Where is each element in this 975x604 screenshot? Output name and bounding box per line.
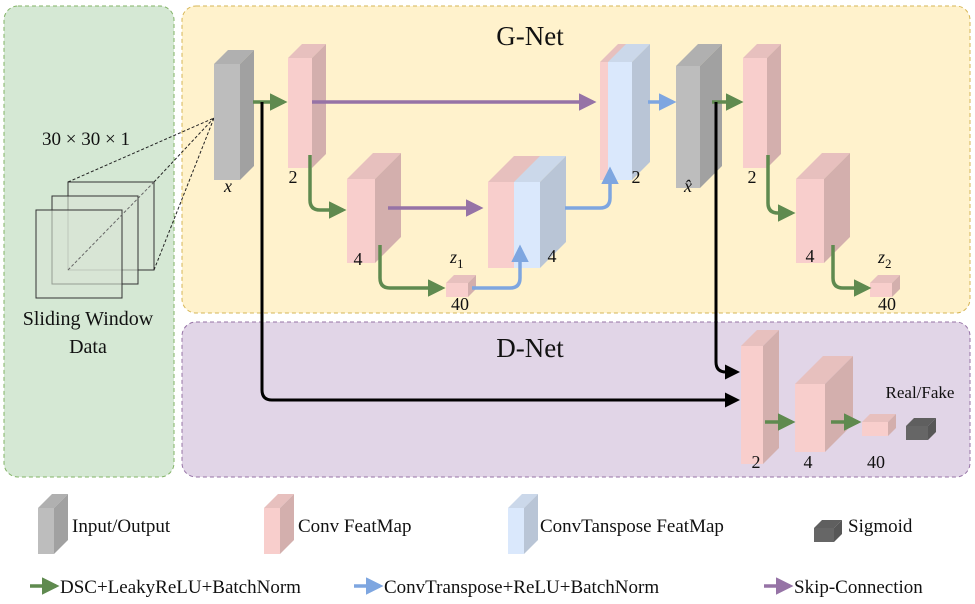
label-z1-size: 40 [451,294,469,314]
label-enc4b: 4 [806,246,815,266]
label-d40: 40 [867,452,885,472]
block-enc2b [743,44,781,168]
label-dec4: 4 [548,246,557,266]
label-x: x [223,176,232,196]
sliding-label-2: Data [69,336,107,358]
block-z1 [446,275,476,297]
sliding-window-stack [35,117,215,299]
legend-conv-block [264,494,294,554]
label-z1: z1 [449,247,464,271]
legend-sigmoid-block [814,520,842,542]
block-z2 [870,275,900,297]
label-z2-size: 40 [878,294,896,314]
dnet-title: D-Net [496,333,564,363]
arrow-x-to-dnet [260,102,740,408]
block-enc4b [796,153,850,263]
block-enc2 [288,44,326,168]
label-d2: 2 [752,452,761,472]
legend-dsc-text: DSC+LeakyReLU+BatchNorm [60,577,301,598]
arrow-xhat-to-dnet [714,102,740,380]
block-input-x [214,50,254,180]
legend-io-block [38,494,68,554]
label-enc4: 4 [354,249,363,269]
label-real-fake: Real/Fake [886,383,955,402]
legend-io-text: Input/Output [72,516,171,537]
block-d40 [862,414,896,436]
label-d4: 4 [804,452,813,472]
label-enc2: 2 [289,167,298,187]
block-dec2-convt [608,44,650,180]
sliding-dims: 30 × 30 × 1 [42,129,130,150]
dnet-input-arrows [260,102,740,408]
label-xhat: x̂ [683,176,692,196]
arrow-enc4b-to-z2 [831,245,872,297]
legend-sigmoid-text: Sigmoid [848,516,913,537]
label-z2: z2 [877,247,892,271]
legend-convt-text: ConvTanspose FeatMap [540,516,724,537]
legend-convt-block [508,494,538,554]
gnet-title: G-Net [496,21,564,51]
label-dec2: 2 [632,167,641,187]
arrow-enc2b-to-enc4b [766,155,796,222]
sliding-label-1: Sliding Window [23,308,154,330]
label-enc2b: 2 [748,167,757,187]
arrow-enc4-to-z1 [378,245,446,297]
arrow-enc2-to-enc4 [308,155,347,219]
legend-convtrans-text: ConvTransposе+ReLU+BatchNorm [384,577,659,598]
skip-arrows [312,93,597,217]
legend-skip-text: Skip-Connection [794,577,923,598]
legend-conv-text: Conv FeatMap [298,516,411,537]
convtranspose-arrows [472,93,677,290]
arrow-z1-to-dec4 [472,244,529,290]
block-sigmoid [906,418,936,440]
block-d2 [741,330,779,464]
arrow-dec4-to-dec2 [565,166,619,210]
